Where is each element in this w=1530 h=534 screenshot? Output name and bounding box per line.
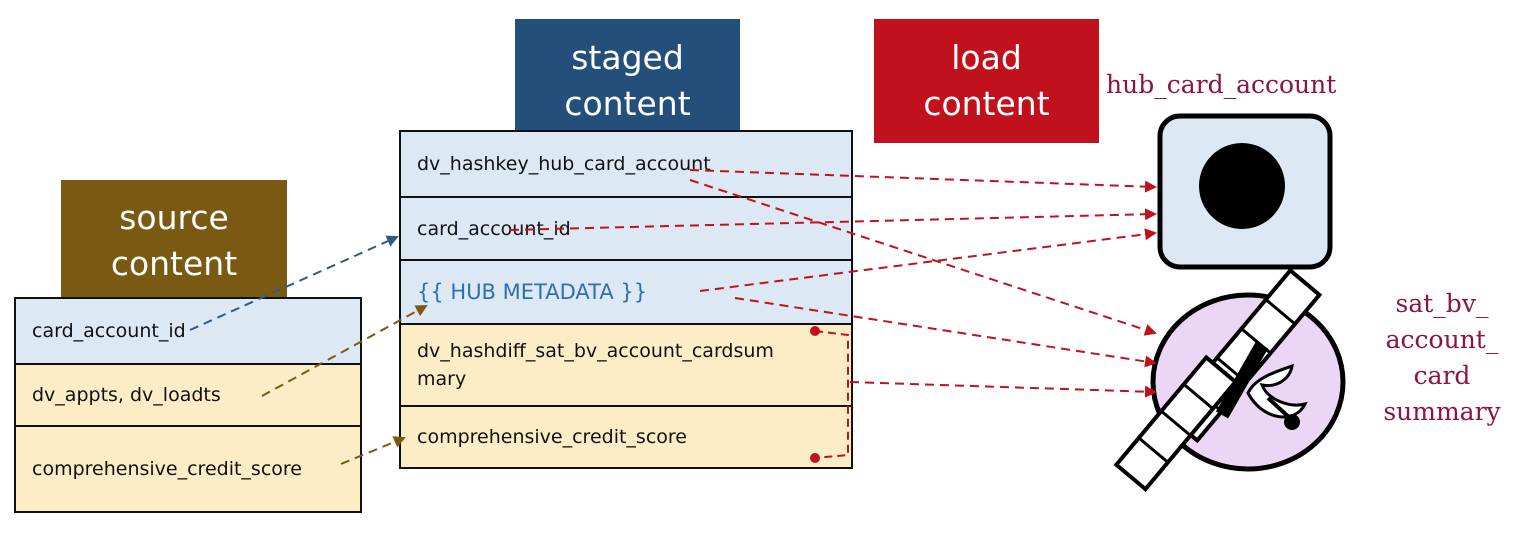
arrow-id-to-hub [509, 208, 1157, 231]
staged-row-text: dv_hashkey_hub_card_account [417, 153, 711, 175]
staged-row: dv_hashkey_hub_card_account [401, 132, 851, 198]
badge-line: source [119, 198, 229, 237]
source-row-text: card_account_id [32, 320, 186, 342]
source-row: card_account_id [16, 299, 360, 365]
badge-line: content [110, 244, 238, 283]
staged-row-text: card_account_id [417, 217, 571, 240]
arrow-credit-score [340, 436, 406, 465]
badge-line: staged [571, 38, 684, 77]
staged-row-metadata: {{ HUB METADATA }} [401, 261, 851, 325]
staged-row: comprehensive_credit_score [401, 407, 851, 467]
source-content-badge: source content [61, 180, 287, 302]
badge-line: load [951, 38, 1022, 77]
source-table: card_account_id dv_appts, dv_loadts comp… [14, 297, 362, 513]
sat-label: sat_bv_ account_ card summary [1362, 286, 1522, 430]
staged-content-badge: staged content [515, 19, 740, 143]
staged-row-text: {{ HUB METADATA }} [417, 280, 648, 304]
source-row-text: comprehensive_credit_score [32, 458, 302, 480]
badge-line: content [564, 84, 691, 123]
sat-label-line: card [1413, 361, 1471, 390]
arrow-card-account-id [189, 235, 399, 331]
staged-row-text: dv_hashdiff_sat_bv_account_cardsum [417, 340, 774, 362]
load-content-badge: load content [874, 19, 1099, 143]
source-row-text: dv_appts, dv_loadts [32, 384, 221, 406]
arrow-metadata-to-sat [734, 297, 1157, 368]
arrow-hashkey-to-hub [689, 169, 1157, 193]
staged-row: dv_hashdiff_sat_bv_account_cardsum mary [401, 325, 851, 407]
source-row: comprehensive_credit_score [16, 427, 360, 511]
hashdiff-bracket [810, 326, 849, 463]
sat-label-line: account_ [1385, 325, 1499, 354]
sat-label-line: summary [1383, 397, 1501, 426]
staged-row-text: comprehensive_credit_score [417, 426, 687, 448]
hub-icon [1157, 113, 1333, 270]
satellite-icon [1113, 267, 1346, 492]
arrow-hashkey-to-sat [689, 179, 1157, 336]
arrow-metadata [261, 305, 428, 397]
sat-label-line: sat_bv_ [1395, 289, 1489, 318]
arrow-metadata-to-hub [699, 228, 1157, 292]
staged-table: dv_hashkey_hub_card_account card_account… [399, 130, 853, 469]
arrow-hashdiff-to-sat [849, 381, 1157, 398]
source-row: dv_appts, dv_loadts [16, 365, 360, 427]
badge-line: content [923, 84, 1050, 123]
hub-label: hub_card_account [1106, 70, 1337, 99]
staged-row-text: mary [417, 368, 467, 390]
